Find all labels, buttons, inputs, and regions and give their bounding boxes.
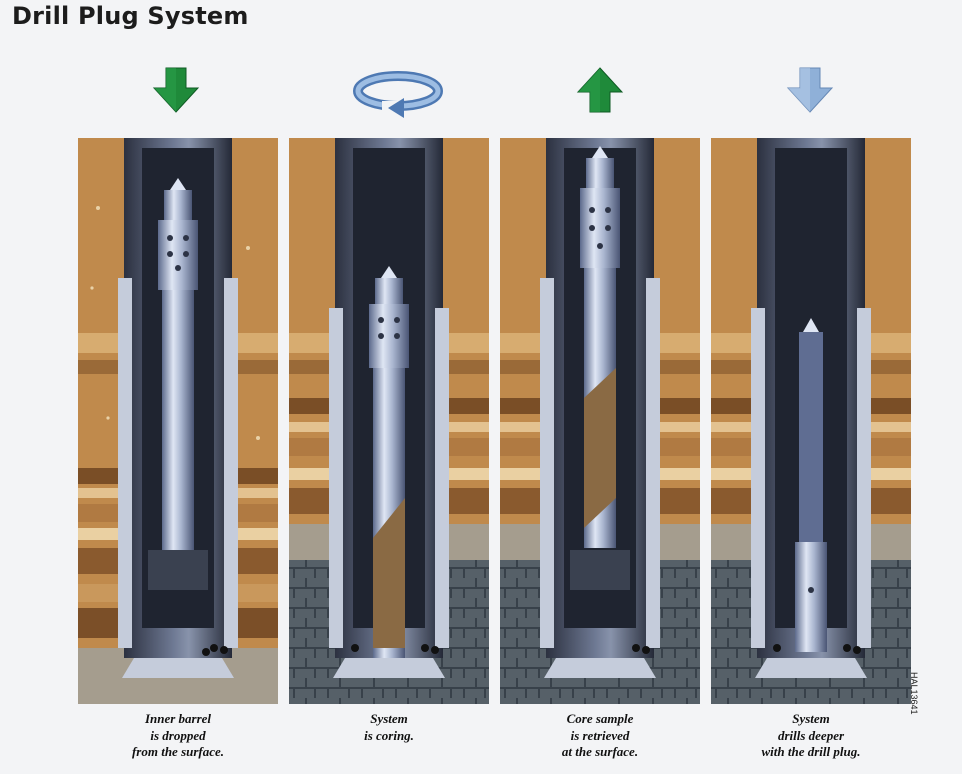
arrow-up-green-icon [576,67,624,113]
arrow-down-blue-icon [786,67,834,113]
caption-line: is retrieved [570,727,630,743]
caption-line: at the surface. [561,744,639,759]
caption-line: with the drill plug. [761,744,861,759]
caption-stage-3: Core sample is retrieved at the surface. [500,711,700,761]
caption-stage-4: System drills deeper with the drill plug… [711,711,911,761]
caption-stage-1: Inner barrel is dropped from the surface… [78,711,278,761]
arrow-down-green-icon [152,67,200,113]
figure-id: HAL13641 [909,672,919,715]
caption-stage-2: System is coring. [289,711,489,744]
caption-line: System [370,711,408,726]
stage-panel-2 [289,138,489,704]
rotate-arrow-icon [353,71,443,118]
page-title: Drill Plug System [12,2,249,30]
caption-line: Inner barrel [144,711,212,726]
stage-panel-1 [78,138,278,704]
caption-line: from the surface. [131,744,225,759]
stage-panel-4 [711,138,911,704]
caption-line: System [792,711,830,726]
caption-line: drills deeper [777,727,845,743]
caption-line: Core sample [566,711,634,726]
stage-panel-3 [500,138,700,704]
caption-line: is coring. [364,727,414,743]
caption-line: is dropped [150,727,206,743]
